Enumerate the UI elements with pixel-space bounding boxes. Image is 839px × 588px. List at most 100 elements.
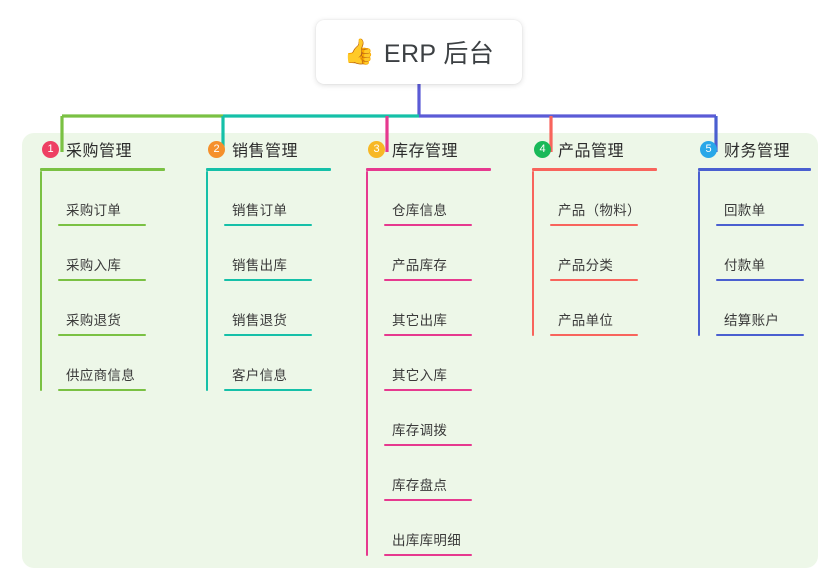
list-item[interactable]: 出库库明细	[384, 501, 514, 556]
column-spine	[698, 171, 700, 336]
column-spine	[206, 171, 208, 391]
list-item[interactable]: 产品分类	[550, 226, 680, 281]
list-item-rule	[550, 279, 638, 281]
list-item-rule	[58, 334, 146, 336]
column-item-list: 采购订单采购入库采购退货供应商信息	[40, 171, 188, 391]
list-item[interactable]: 其它出库	[384, 281, 514, 336]
column-spine	[532, 171, 534, 336]
list-item-rule	[384, 389, 472, 391]
list-item[interactable]: 仓库信息	[384, 171, 514, 226]
branch-column-2: 2 销售管理销售订单销售出库销售退货客户信息	[188, 133, 348, 568]
list-item-label: 采购订单	[66, 203, 122, 218]
list-item-rule	[384, 444, 472, 446]
list-item-rule	[224, 279, 312, 281]
column-title: 产品管理	[558, 143, 625, 160]
list-item[interactable]: 销售出库	[224, 226, 348, 281]
column-title: 库存管理	[392, 143, 459, 160]
list-item-rule	[384, 334, 472, 336]
list-item-rule	[58, 224, 146, 226]
list-item-label: 付款单	[724, 258, 766, 273]
list-item-rule	[716, 279, 804, 281]
list-item[interactable]: 供应商信息	[58, 336, 188, 391]
list-item[interactable]: 产品单位	[550, 281, 680, 336]
column-header-rule	[698, 168, 811, 171]
column-header-1[interactable]: 1 采购管理	[40, 133, 188, 165]
list-item-label: 产品库存	[392, 258, 448, 273]
column-header-rule	[532, 168, 657, 171]
list-item-label: 出库库明细	[392, 533, 461, 548]
column-number-badge: 5	[700, 140, 717, 158]
list-item-rule	[224, 334, 312, 336]
list-item-rule	[384, 279, 472, 281]
column-item-list: 仓库信息产品库存其它出库其它入库库存调拨库存盘点出库库明细	[366, 171, 514, 556]
column-header-rule	[40, 168, 165, 171]
column-header-rule	[206, 168, 331, 171]
root-node-card[interactable]: 👍 ERP 后台	[316, 20, 522, 84]
column-number-badge: 1	[42, 140, 59, 158]
list-item-rule	[58, 389, 146, 391]
list-item[interactable]: 库存盘点	[384, 446, 514, 501]
branch-columns: 1 采购管理采购订单采购入库采购退货供应商信息 2 销售管理销售订单销售出库销售退货客…	[22, 133, 818, 568]
list-item-label: 供应商信息	[66, 368, 135, 383]
column-title: 采购管理	[66, 143, 133, 160]
column-title: 财务管理	[724, 143, 791, 160]
list-item[interactable]: 销售订单	[224, 171, 348, 226]
column-spine	[366, 171, 368, 556]
column-title: 销售管理	[232, 143, 299, 160]
list-item[interactable]: 其它入库	[384, 336, 514, 391]
list-item-label: 其它出库	[392, 313, 448, 328]
column-item-list: 销售订单销售出库销售退货客户信息	[206, 171, 348, 391]
list-item[interactable]: 库存调拨	[384, 391, 514, 446]
list-item[interactable]: 产品（物料）	[550, 171, 680, 226]
list-item-rule	[716, 224, 804, 226]
thumbs-up-icon: 👍	[343, 37, 375, 66]
column-header-3[interactable]: 3 库存管理	[366, 133, 514, 165]
list-item-rule	[224, 224, 312, 226]
branch-column-5: 5 财务管理回款单付款单结算账户	[680, 133, 818, 568]
list-item[interactable]: 销售退货	[224, 281, 348, 336]
list-item-label: 销售退货	[232, 313, 288, 328]
list-item-rule	[716, 334, 804, 336]
list-item-label: 采购入库	[66, 258, 122, 273]
list-item-rule	[384, 224, 472, 226]
list-item-label: 销售出库	[232, 258, 288, 273]
list-item-label: 回款单	[724, 203, 766, 218]
list-item[interactable]: 采购订单	[58, 171, 188, 226]
list-item[interactable]: 客户信息	[224, 336, 348, 391]
list-item[interactable]: 付款单	[716, 226, 818, 281]
list-item-label: 库存调拨	[392, 423, 448, 438]
list-item[interactable]: 结算账户	[716, 281, 818, 336]
column-item-list: 产品（物料） 产品分类产品单位	[532, 171, 680, 336]
column-header-2[interactable]: 2 销售管理	[206, 133, 348, 165]
list-item[interactable]: 回款单	[716, 171, 818, 226]
list-item-rule	[550, 334, 638, 336]
list-item-rule	[58, 279, 146, 281]
column-spine	[40, 171, 42, 391]
list-item-label: 库存盘点	[392, 478, 448, 493]
list-item-label: 采购退货	[66, 313, 122, 328]
list-item-rule	[224, 389, 312, 391]
list-item-label: 仓库信息	[392, 203, 448, 218]
list-item-rule	[384, 499, 472, 501]
list-item[interactable]: 采购入库	[58, 226, 188, 281]
root-node-title: ERP 后台	[383, 40, 495, 68]
list-item[interactable]: 产品库存	[384, 226, 514, 281]
column-number-badge: 3	[368, 140, 385, 158]
list-item-label: 其它入库	[392, 368, 448, 383]
list-item-label: 销售订单	[232, 203, 288, 218]
column-number-badge: 4	[534, 140, 551, 158]
branch-column-4: 4 产品管理产品（物料） 产品分类产品单位	[514, 133, 680, 568]
column-header-4[interactable]: 4 产品管理	[532, 133, 680, 165]
branch-column-1: 1 采购管理采购订单采购入库采购退货供应商信息	[22, 133, 188, 568]
list-item-label: 客户信息	[232, 368, 288, 383]
diagram-panel	[22, 133, 818, 568]
list-item[interactable]: 采购退货	[58, 281, 188, 336]
column-item-list: 回款单付款单结算账户	[698, 171, 818, 336]
column-number-badge: 2	[208, 140, 225, 158]
list-item-label: 产品单位	[558, 313, 614, 328]
column-header-5[interactable]: 5 财务管理	[698, 133, 818, 165]
column-header-rule	[366, 168, 491, 171]
list-item-label: 结算账户	[724, 313, 780, 328]
list-item-label: 产品（物料）	[558, 203, 641, 218]
branch-column-3: 3 库存管理仓库信息产品库存其它出库其它入库库存调拨库存盘点出库库明细	[348, 133, 514, 568]
